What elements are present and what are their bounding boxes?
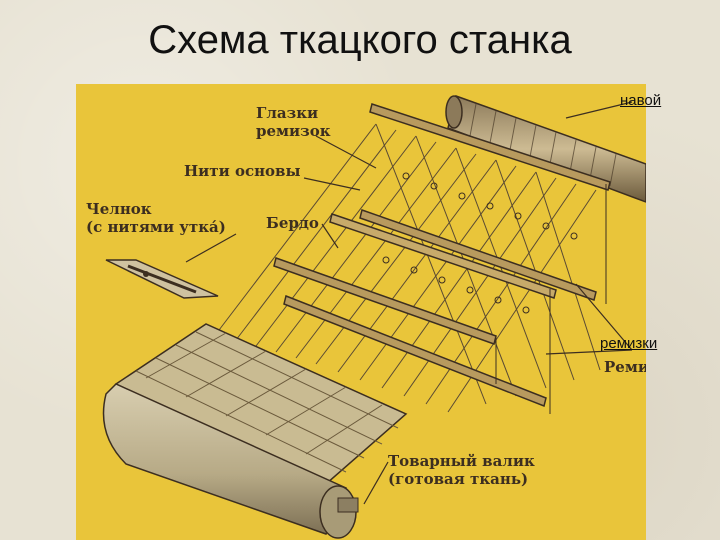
label-partial-right: Реми (604, 358, 646, 376)
label-cloth-roller-line2: (готовая ткань) (388, 470, 535, 488)
label-heddle-eyes: Глазки ремизок (256, 104, 331, 140)
label-shuttle-line1: Челнок (86, 200, 226, 218)
label-heddle-eyes-line1: Глазки (256, 104, 331, 122)
loom-illustration: Глазки ремизок Нити основы Челнок (с нит… (76, 84, 646, 540)
label-shuttle: Челнок (с нитями утка́) (86, 200, 226, 236)
label-warp-threads: Нити основы (184, 162, 301, 180)
label-shuttle-line2: (с нитями утка́) (86, 218, 226, 236)
cloth-roller (104, 324, 407, 538)
shuttle (106, 260, 218, 298)
callout-warp-beam: навой (620, 92, 661, 109)
label-cloth-roller-line1: Товарный валик (388, 452, 535, 470)
callout-heddle-frames: ремизки (600, 335, 657, 352)
slide-title: Схема ткацкого станка (0, 18, 720, 63)
label-reed: Бердо (266, 214, 319, 232)
label-cloth-roller: Товарный валик (готовая ткань) (388, 452, 535, 488)
loom-drawing (76, 84, 646, 540)
label-heddle-eyes-line2: ремизок (256, 122, 331, 140)
